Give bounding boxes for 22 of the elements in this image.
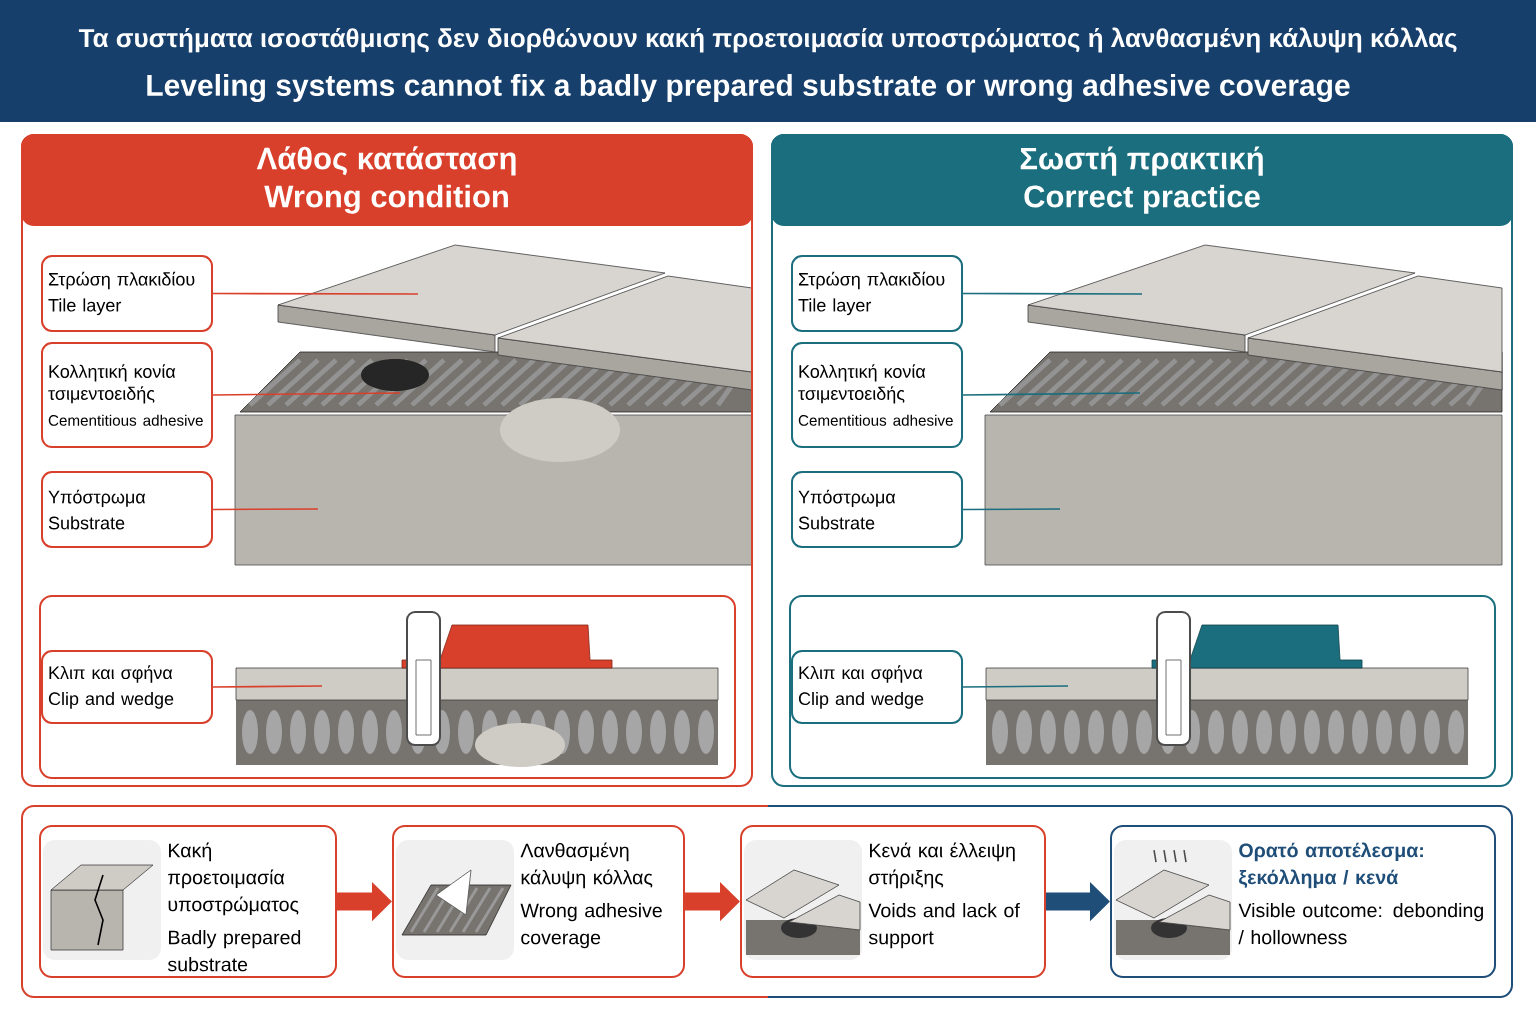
leader-line <box>212 292 419 295</box>
leader-line <box>962 392 1141 396</box>
leader-line <box>962 685 1069 688</box>
label-box: Κλιπ και σφήνα Clip and wedge <box>41 650 213 724</box>
leader-line <box>962 292 1143 295</box>
step-card: Κακή προετοιμασία υποστρώματος Badly prepared substrate <box>39 825 337 978</box>
step-card: Ορατό αποτέλεσμα: ξεκόλλημα / κενά Visible outcome: debonding / hollowness <box>1110 825 1496 978</box>
label-box: Κολλητική κονία τσιμεντοειδής Cementitious adhesive <box>41 342 213 448</box>
label-box: Στρώση πλακιδίου Tile layer <box>41 255 213 332</box>
label-box: Κολλητική κονία τσιμεντοειδής Cementitious adhesive <box>791 342 963 448</box>
leader-line <box>212 392 401 396</box>
leader-line <box>962 508 1061 511</box>
label-box: Υπόστρωμα Substrate <box>41 471 213 548</box>
leader-line <box>212 685 323 688</box>
label-box: Υπόστρωμα Substrate <box>791 471 963 548</box>
subtitle: Leveling systems cannot fix a badly prepared substrate or wrong adhesive coverage <box>147 73 1350 103</box>
title: Τα συστήματα ισοστάθμισης δεν διορθώνουν κακή προετοιμασία υποστρώματος ή λανθασμένη κάλυψη κόλλας <box>78 27 1457 53</box>
leader-line <box>212 508 319 511</box>
label-box: Στρώση πλακιδίου Tile layer <box>791 255 963 332</box>
step-card: Λανθασμένη κάλυψη κόλλας Wrong adhesive coverage <box>392 825 685 978</box>
label-box: Κλιπ και σφήνα Clip and wedge <box>791 650 963 724</box>
step-card: Κενά και έλλειψη στήριξης Voids and lack of support <box>740 825 1046 978</box>
